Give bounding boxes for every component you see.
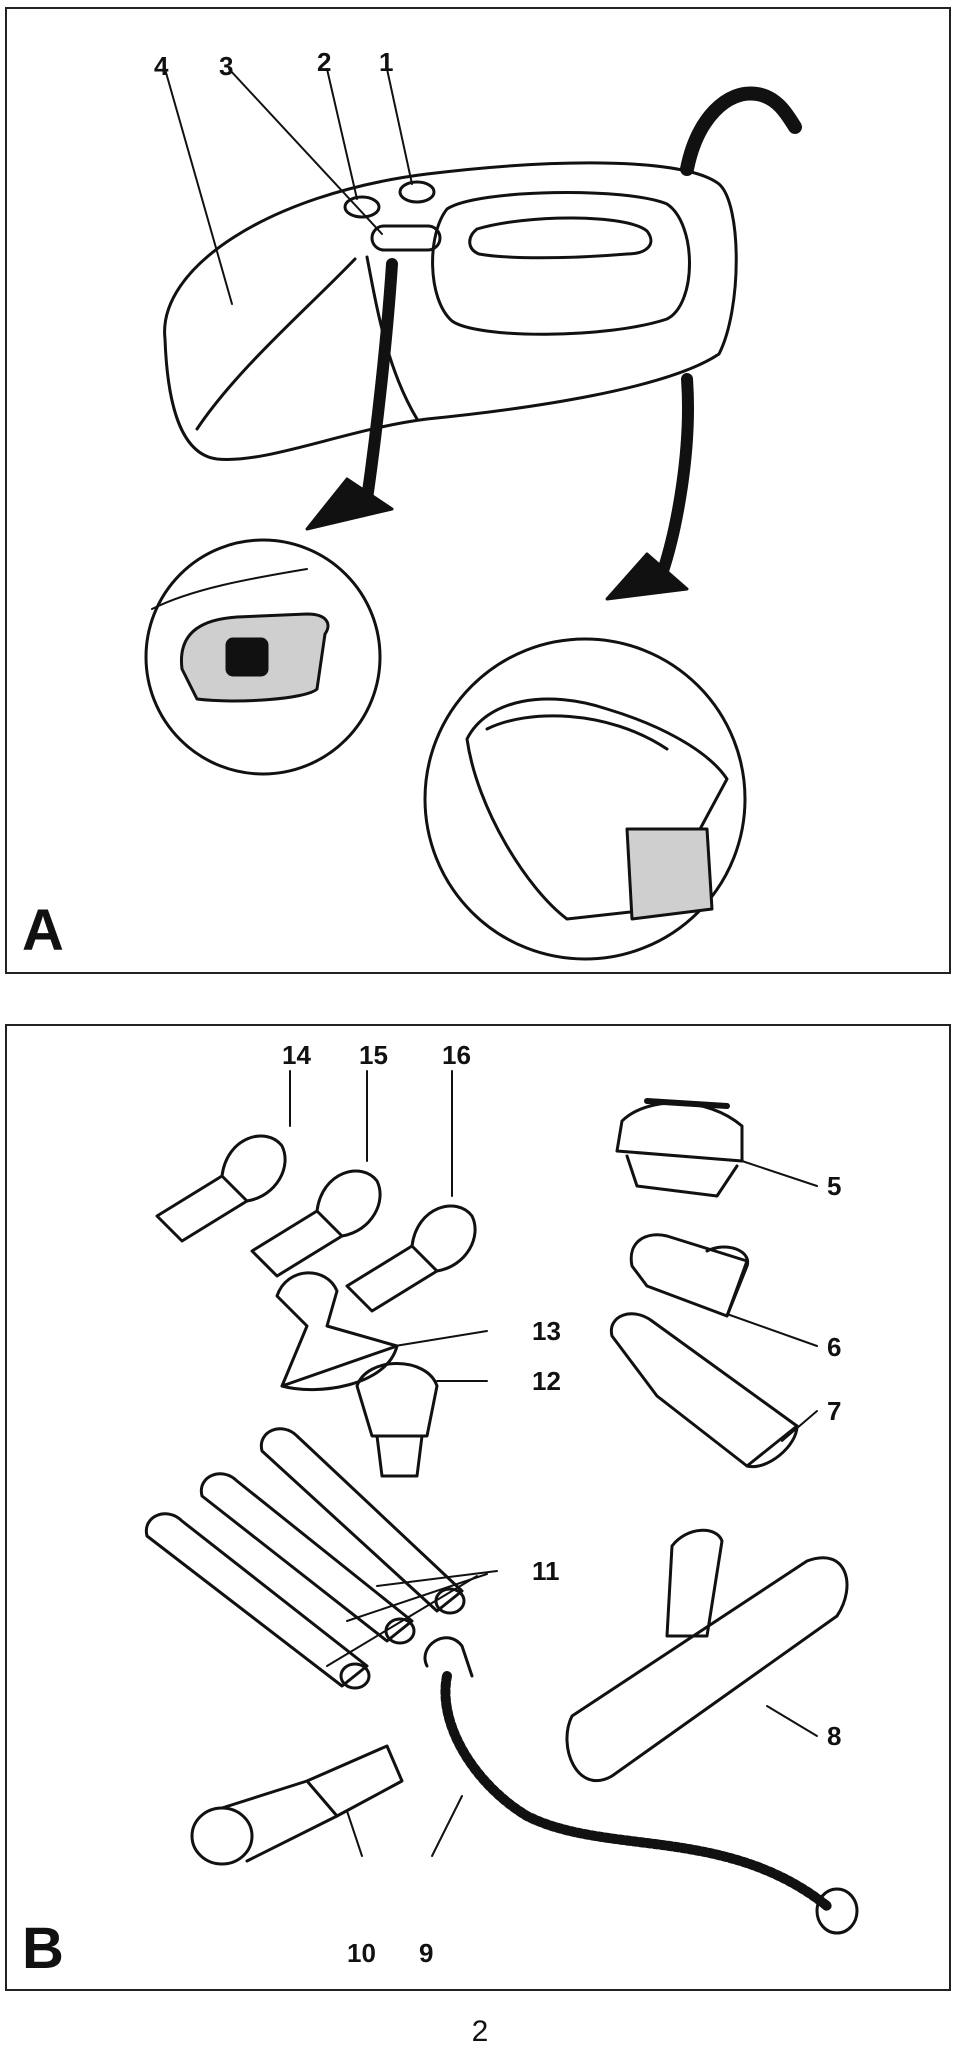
page-number: 2 [471,2015,489,2048]
callout-label: 16 [442,1040,471,1070]
nozzle-6 [629,1233,750,1318]
upholstery-nozzle-13 [275,1271,399,1392]
callout-label: 4 [154,51,169,81]
figure-b-panel: 14 15 16 5 13 6 12 7 11 8 10 9 B [5,1024,951,1991]
button-2 [343,195,381,219]
callout-label: 9 [419,1938,434,1968]
handle-outline [431,191,691,336]
adapter-14 [155,1134,287,1243]
callout-label: 14 [282,1040,311,1070]
callout-label: 3 [219,51,234,81]
callout-label: 5 [827,1171,842,1201]
callout-label: 11 [532,1556,560,1586]
callout-label: 7 [827,1396,842,1426]
adapter-16 [345,1204,477,1313]
turbo-brush-10 [190,1744,404,1866]
callout-label: 6 [827,1332,842,1362]
callout-label: 12 [532,1366,561,1396]
button-1 [398,180,436,204]
detail-circle-right [423,637,747,961]
figure-letter: A [22,898,64,963]
adapter-15 [250,1169,382,1278]
callout-label: 13 [532,1316,561,1346]
brush-nozzle-5 [615,1098,744,1198]
callout-label: 10 [347,1938,376,1968]
callout-label: 1 [379,47,394,77]
hose-9 [423,1636,859,1935]
nozzle-12 [355,1362,439,1478]
callout-label: 2 [317,47,332,77]
figure-a-panel: 4 3 2 1 A [5,7,951,974]
slider-3 [370,224,442,252]
detail-circle-left [144,538,382,776]
floor-tool-8 [565,1528,849,1783]
figure-letter: B [22,1916,64,1981]
callout-label: 15 [359,1040,388,1070]
vacuum-illustration [144,68,802,961]
extension-tube-11 [144,1512,371,1690]
vacuum-body-outline [163,161,738,461]
callout-label: 8 [827,1721,842,1751]
extension-tube-11 [259,1427,466,1615]
accessories-illustration [144,1070,859,1935]
crevice-tool-7 [609,1312,799,1469]
